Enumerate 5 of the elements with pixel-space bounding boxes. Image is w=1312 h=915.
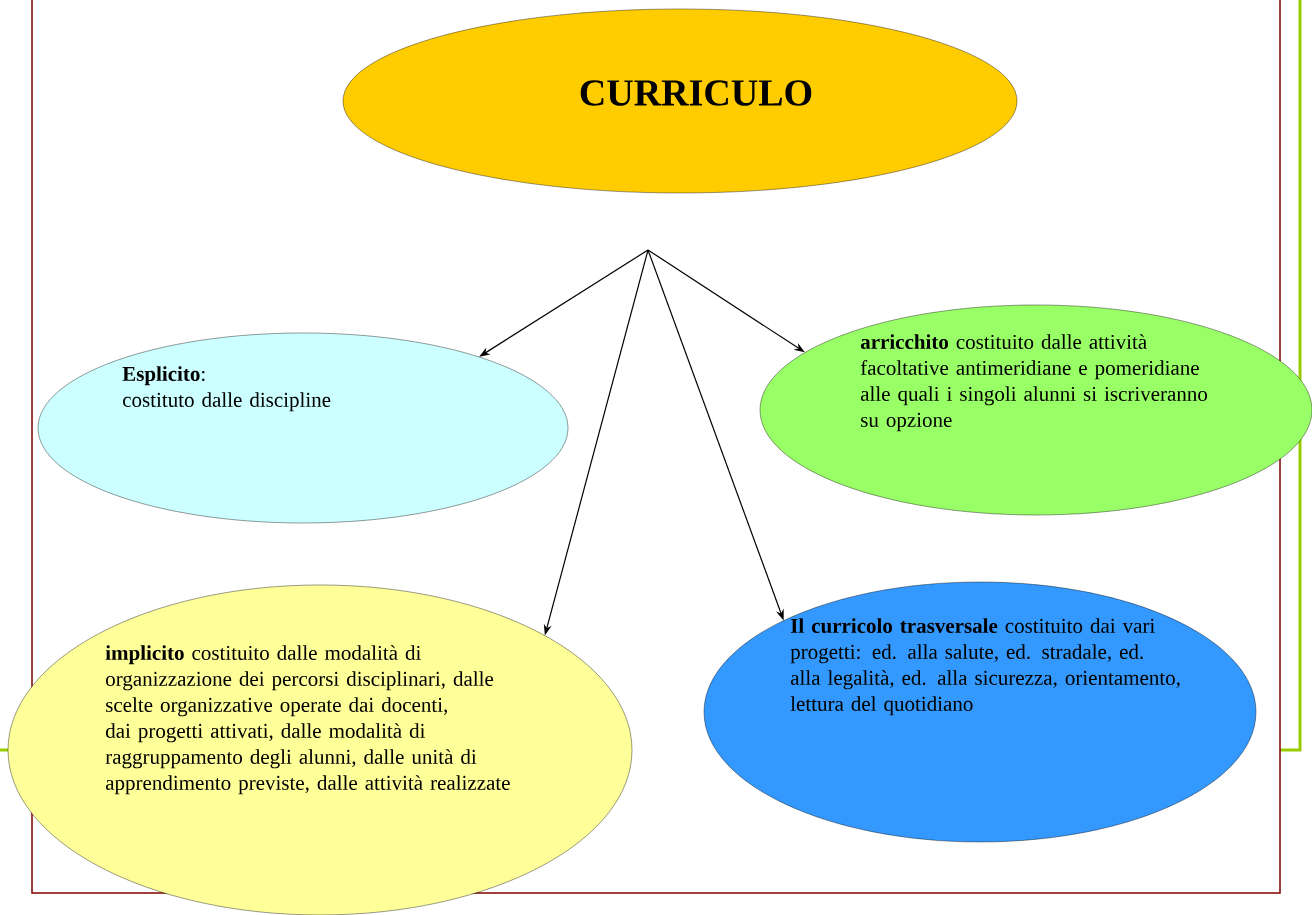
ellipse-node: Esplicito: costituto dalle discipline: [37, 332, 569, 524]
ellipse-node: arricchito costituito dalle attività facoltative antimeridiane e pomeridiane alle quali i singoli alunni si iscriveranno su opzione: [759, 304, 1312, 516]
ellipse-node: Il curricolo trasversale costituito dai vari progetti: ed. alla salute, ed. stradale, ed. alla legalità, ed. alla sicurezza, orientamento, lettura del quotidiano: [703, 581, 1257, 843]
ellipse-node: implicito costituito dalle modalità di organizzazione dei percorsi disciplinari, dalle scelte organizzative operate dai docenti, dai progetti attivati, dalle modalità di raggruppamento degli alunni, dalle unità di apprendimento previste, dalle attività realizzate: [7, 584, 633, 915]
ellipse-node: CURRICULO: [342, 8, 1018, 194]
